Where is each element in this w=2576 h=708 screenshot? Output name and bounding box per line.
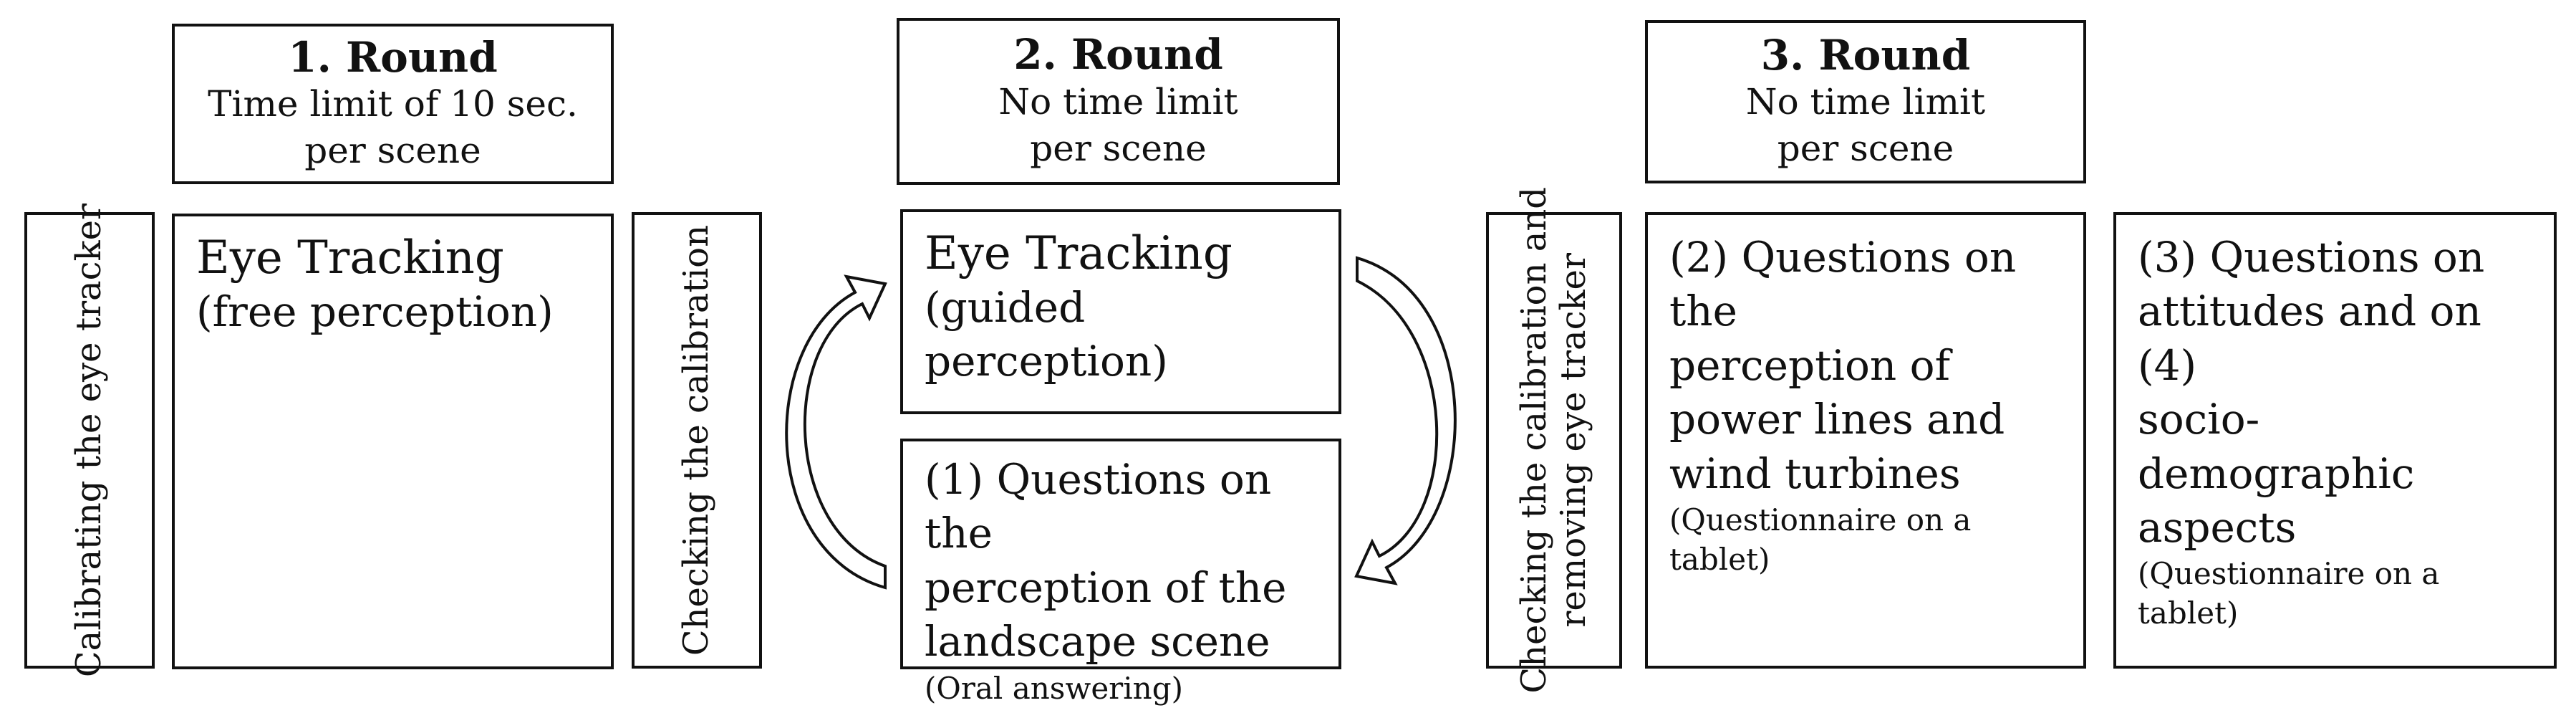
questions-1-box: (1) Questions on the perception of the l…: [900, 439, 1341, 706]
checking-removing-step: Checking the calibration and removing ey…: [1486, 187, 1622, 694]
cycle-arrows: [785, 256, 1457, 590]
eye-tracking-guided-box: Eye Tracking (guided perception): [900, 209, 1341, 414]
eye-tracking-free-title: Eye Tracking: [196, 231, 504, 284]
round-2-title: 2. Round: [1013, 30, 1223, 80]
round-3-subtitle: No time limit: [1745, 81, 1986, 123]
checking-calibration-step: Checking the calibration: [632, 212, 762, 669]
eye-tracking-free-subtitle: (free perception): [196, 287, 554, 336]
calibrating-step: Calibrating the eye tracker: [24, 204, 155, 677]
eye-tracking-guided-subtitle: (guided perception): [925, 282, 1168, 386]
questions-1-text: (1) Questions on the perception of the l…: [925, 455, 1287, 666]
questions-2-note: (Questionnaire on a tablet): [1669, 502, 1972, 577]
questions-2-text: (2) Questions on the perception of power…: [1669, 233, 2017, 498]
round-1-header: 1. Round Time limit of 10 sec. per scene: [172, 24, 614, 184]
questions-3-text: (3) Questions on attitudes and on (4) so…: [2138, 233, 2485, 552]
eye-tracking-free-box: Eye Tracking (free perception): [172, 214, 614, 669]
round-2-subtitle: No time limit: [998, 80, 1238, 123]
questions-3-note: (Questionnaire on a tablet): [2138, 556, 2440, 631]
questions-2-box: (2) Questions on the perception of power…: [1645, 212, 2086, 669]
eye-tracking-guided-title: Eye Tracking: [925, 227, 1232, 280]
left-curved-arrow: [785, 274, 887, 590]
round-1-subtitle-2: per scene: [304, 130, 481, 172]
round-2-header: 2. Round No time limit per scene: [897, 18, 1340, 185]
round-3-title: 3. Round: [1760, 30, 1971, 80]
round-3-header: 3. Round No time limit per scene: [1645, 20, 2086, 183]
round-1-title: 1. Round: [288, 32, 498, 82]
round-2-subtitle-2: per scene: [1030, 127, 1207, 169]
right-curved-arrow: [1354, 256, 1457, 585]
round-1-subtitle: Time limit of 10 sec.: [208, 83, 578, 125]
questions-3-box: (3) Questions on attitudes and on (4) so…: [2113, 212, 2557, 669]
round-3-subtitle-2: per scene: [1777, 128, 1954, 170]
